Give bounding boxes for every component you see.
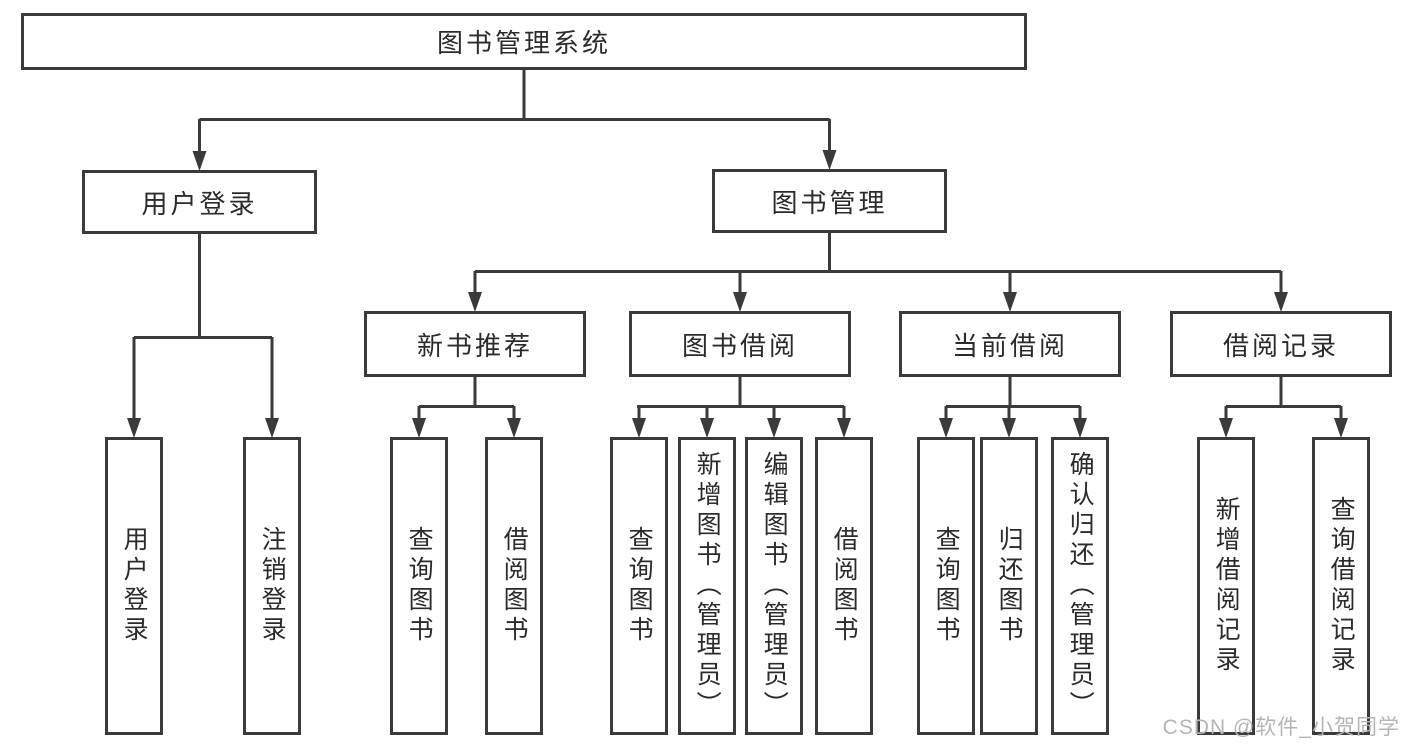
- node-user-login: 用户登录: [82, 170, 317, 234]
- leaf-borrow-books-borrowing: 借阅图书: [815, 437, 873, 735]
- leaf-logout: 注销登录: [243, 437, 301, 735]
- node-label: 新书推荐: [416, 330, 533, 361]
- node-borrowing-records: 借阅记录: [1170, 311, 1392, 377]
- leaf-query-books-current: 查询图书: [917, 437, 975, 735]
- node-current-borrowing: 当前借阅: [899, 311, 1121, 377]
- csdn-watermark: CSDN @软件_小贺同学: [1162, 716, 1400, 739]
- node-label: 当前借阅: [951, 330, 1068, 361]
- node-book-borrowing: 图书借阅: [629, 311, 851, 377]
- leaf-user-login: 用户登录: [105, 437, 163, 735]
- leaf-label: 新增借阅记录: [1212, 496, 1241, 676]
- leaf-query-books-borrowing: 查询图书: [610, 437, 668, 735]
- leaf-label: 确认归还（管理员）: [1066, 451, 1095, 721]
- node-new-book-recommendation: 新书推荐: [364, 311, 586, 377]
- leaf-confirm-return-admin: 确认归还（管理员）: [1051, 437, 1109, 735]
- leaf-label: 借阅图书: [830, 526, 859, 646]
- leaf-label: 查询借阅记录: [1327, 496, 1356, 676]
- leaf-label: 注销登录: [258, 526, 287, 646]
- leaf-label: 查询图书: [932, 526, 961, 646]
- leaf-label: 新增图书（管理员）: [693, 451, 722, 721]
- node-book-management-system: 图书管理系统: [21, 13, 1027, 70]
- leaf-label: 借阅图书: [500, 526, 529, 646]
- leaf-label: 查询图书: [405, 526, 434, 646]
- leaf-label: 用户登录: [120, 526, 149, 646]
- node-label: 借阅记录: [1222, 330, 1339, 361]
- node-label: 图书管理: [771, 187, 888, 218]
- node-label: 图书借阅: [681, 330, 798, 361]
- node-label: 用户登录: [141, 188, 258, 219]
- leaf-return-book: 归还图书: [980, 437, 1038, 735]
- leaf-label: 查询图书: [625, 526, 654, 646]
- leaf-edit-book-admin: 编辑图书（管理员）: [745, 437, 803, 735]
- leaf-query-borrow-record: 查询借阅记录: [1312, 437, 1370, 735]
- leaf-borrow-books-recommend: 借阅图书: [485, 437, 543, 735]
- leaf-add-borrow-record: 新增借阅记录: [1197, 437, 1255, 735]
- leaf-add-book-admin: 新增图书（管理员）: [678, 437, 736, 735]
- leaf-label: 编辑图书（管理员）: [760, 451, 789, 721]
- leaf-label: 归还图书: [995, 526, 1024, 646]
- node-label: 图书管理系统: [436, 28, 611, 58]
- leaf-query-books-recommend: 查询图书: [390, 437, 448, 735]
- node-book-management: 图书管理: [712, 169, 947, 233]
